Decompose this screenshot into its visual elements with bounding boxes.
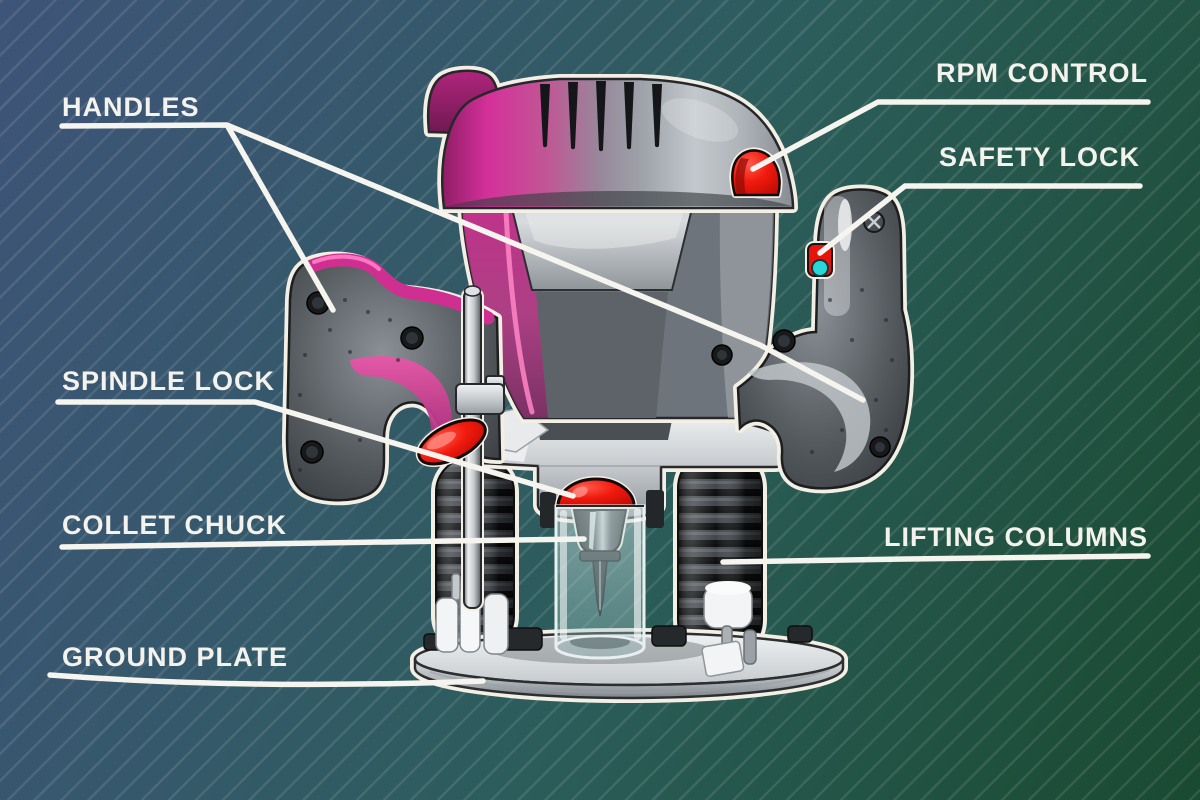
- leader-collet-chuck: [59, 536, 587, 550]
- clamp-hardware-right: [701, 581, 757, 678]
- leader-ground-plate: [47, 672, 486, 688]
- label-lifting-columns: LIFTING COLUMNS: [884, 522, 1148, 552]
- clamp-hardware-left: [435, 565, 509, 655]
- safety-lock-button: [805, 241, 835, 279]
- spindle-lock-button: [558, 479, 634, 506]
- rpm-control-knob: [732, 150, 779, 195]
- motor-housing-dome: [428, 71, 793, 208]
- leader-lines: [47, 99, 1151, 688]
- leader-spindle-lock: [55, 399, 576, 499]
- left-handle: [287, 257, 500, 501]
- vent-slots: [540, 81, 662, 152]
- dust-shield: [554, 504, 646, 660]
- leader-lifting-columns: [720, 553, 1151, 565]
- shield-posts: [540, 490, 664, 528]
- label-ground-plate: GROUND PLATE: [62, 642, 288, 672]
- label-spindle-lock: SPINDLE LOCK: [62, 366, 276, 396]
- label-handles: HANDLES: [62, 92, 200, 122]
- leader-safety-lock: [817, 183, 1143, 256]
- depth-adjustment-rod: [455, 285, 505, 608]
- label-safety-lock: SAFETY LOCK: [938, 142, 1140, 172]
- motor-body: [462, 191, 774, 418]
- label-collet-chuck: COLLET CHUCK: [62, 510, 287, 540]
- label-rpm-control: RPM CONTROL: [936, 58, 1148, 88]
- leader-handles: [59, 122, 866, 403]
- leader-rpm-control: [750, 99, 1151, 172]
